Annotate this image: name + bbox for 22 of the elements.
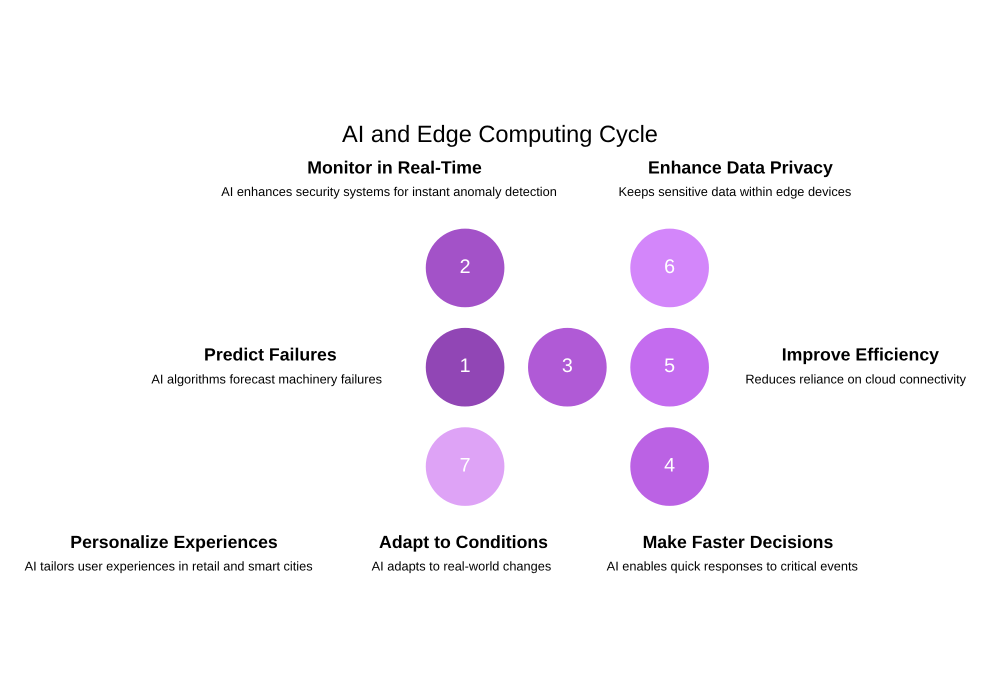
node-circle: 4 [630, 426, 709, 506]
node-label: AI enables quick responses to critical events [606, 558, 858, 574]
node-label: Adapt to Conditions [379, 532, 548, 552]
node-label: Keeps sensitive data within edge devices [618, 184, 852, 199]
node-label: AI tailors user experiences in retail and smart cities [24, 558, 313, 574]
node-label: Personalize Experiences [70, 532, 278, 552]
node-label: AI enhances security systems for instant anomaly detection [221, 184, 557, 199]
node-label: Enhance Data Privacy [648, 156, 833, 177]
node-label: AI adapts to real-world changes [372, 558, 552, 574]
node-circle: 1 [426, 327, 504, 406]
node-label: Monitor in Real-Time [307, 156, 482, 177]
node-circle: 6 [630, 228, 709, 307]
node-label: AI algorithms forecast machinery failures [151, 370, 382, 386]
node-label: Reduces reliance on cloud connectivity [745, 370, 966, 386]
node-label: Make Faster Decisions [642, 532, 834, 552]
diagram-title: AI and Edge Computing Cycle [342, 120, 658, 146]
node-label: Improve Efficiency [782, 344, 939, 364]
node-circle: 5 [630, 327, 709, 406]
node-circle: 2 [426, 228, 504, 307]
node-label: Predict Failures [204, 344, 337, 364]
node-circle: 7 [426, 426, 504, 506]
node-circle: 3 [528, 327, 607, 406]
